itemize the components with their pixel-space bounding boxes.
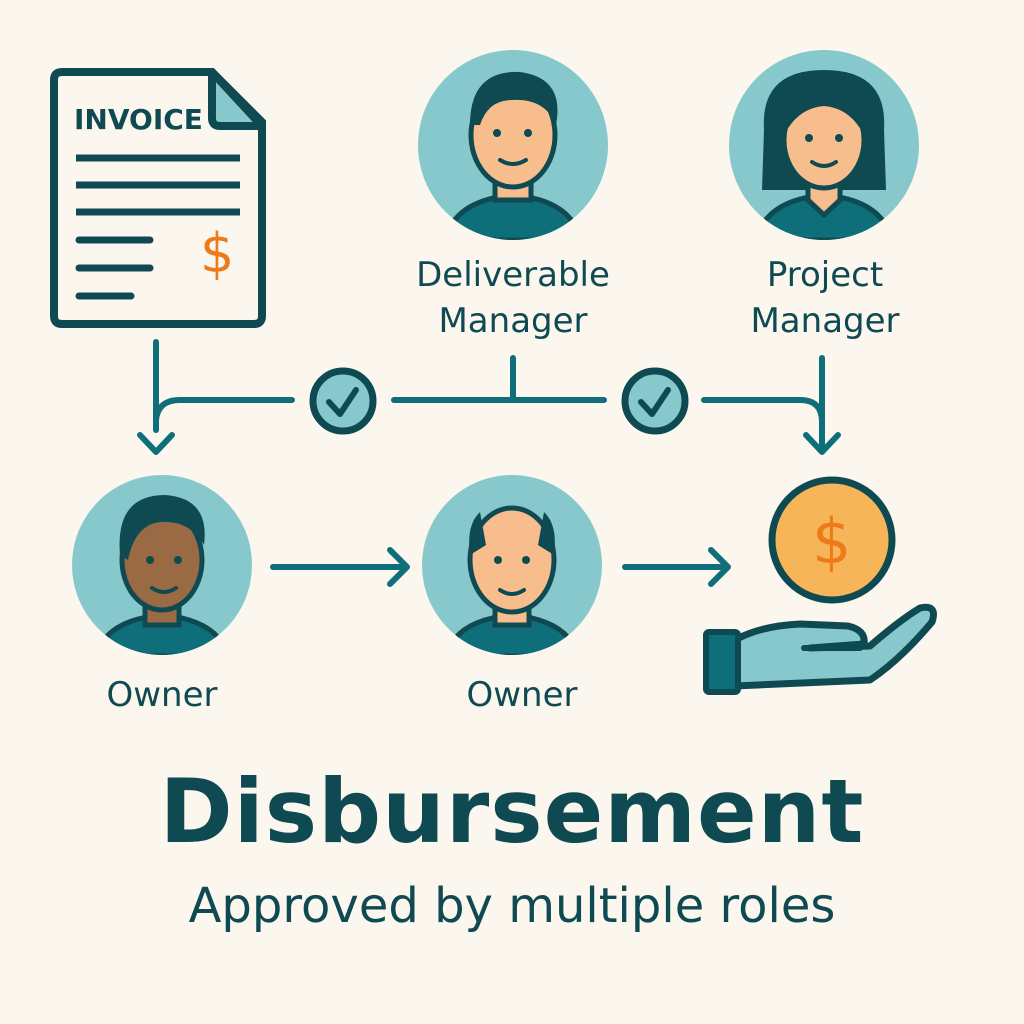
project-manager-label: Project Manager: [750, 255, 900, 341]
approval-check-1: [309, 367, 377, 435]
approval-connectors: [137, 339, 841, 587]
invoice-label: INVOICE: [74, 103, 203, 136]
invoice-dollar-icon: $: [200, 222, 235, 285]
coin-dollar-icon: $: [812, 505, 852, 578]
page-title: Disbursement: [159, 760, 865, 863]
page-subtitle: Approved by multiple roles: [188, 878, 836, 934]
approval-check-2: [621, 367, 689, 435]
owner-avatar-1: [72, 475, 252, 655]
project-manager-avatar: [729, 50, 919, 240]
invoice-document-icon: [50, 68, 266, 328]
deliverable-manager-label: Deliverable Manager: [416, 255, 610, 341]
owner-avatar-2: [422, 475, 602, 655]
owner-label-2: Owner: [466, 675, 578, 715]
owner-label-1: Owner: [106, 675, 218, 715]
hand-icon: [703, 603, 937, 695]
deliverable-manager-avatar: [418, 50, 608, 240]
coin-icon: [768, 476, 896, 604]
